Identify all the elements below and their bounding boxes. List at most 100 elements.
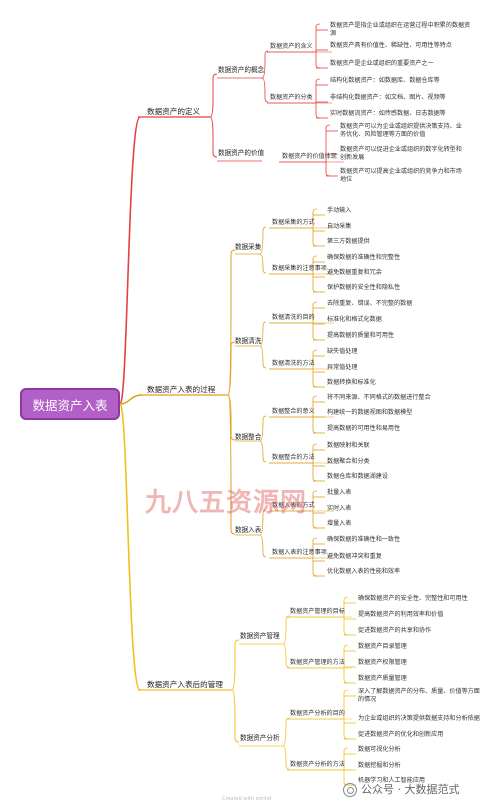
leaf-node: 数据资产可以提高企业或组织的竞争力和市场地位 [340, 168, 462, 183]
connector-curve [312, 443, 318, 463]
connector-curve [119, 394, 143, 405]
connector-curve [209, 116, 218, 158]
group-node: 数据资产的价值体现 [282, 153, 337, 160]
connector-curve [282, 717, 290, 747]
category-node: 数据资产管理 [240, 632, 280, 640]
leaf-node: 第三方数据提供 [327, 238, 370, 245]
group-node: 数据资产分析的目的 [290, 710, 345, 717]
leaf-node: 确保数据的准确性和一致性 [327, 536, 401, 543]
connector-curve [261, 77, 269, 103]
leaf-node: 去除重复、错误、不完整的数据 [327, 300, 413, 307]
connector-curve [312, 417, 318, 434]
category-node: 数据整合 [235, 433, 262, 441]
leaf-node: 数据资产是企业或组织的重要资产之一 [330, 60, 434, 67]
connector-curve [343, 719, 349, 740]
connector-curve [227, 249, 236, 396]
group-node: 数据资产的分类 [270, 94, 313, 101]
connector-curve [259, 534, 267, 558]
leaf-node: 确保数据资产的安全性、完整性和可用性 [358, 595, 468, 602]
connector-curve [312, 537, 318, 558]
credit: Created with xmind [222, 796, 272, 802]
branch-node: 数据资产入表后的管理 [147, 680, 223, 689]
leaf-node: 标准化和格式化数据 [327, 316, 382, 323]
connector-curve [227, 394, 236, 535]
leaf-node: 非结构化数据资产：如文档、图片、视频等 [330, 94, 446, 101]
leaf-node: 数据转换和标准化 [327, 379, 376, 386]
leaf-node: 数据资产权限管理 [358, 659, 407, 666]
connector-curve [312, 208, 318, 228]
connector-curve [119, 116, 141, 405]
group-node: 数据入表的方式 [272, 502, 315, 509]
connector-curve [343, 689, 349, 719]
connector-curve [259, 415, 267, 442]
leaf-node: 为企业或组织的决策提供数据支持和分析依据 [358, 715, 480, 722]
connector-curve [119, 403, 141, 691]
leaf-node: 增量入表 [327, 520, 352, 527]
connector-curve [343, 596, 349, 617]
leaf-node: 数据资产可以为企业或组织提供决策支持、业务优化、风险管理等方面的价值 [340, 123, 462, 138]
connector-curve [312, 301, 318, 323]
connector-curve [343, 747, 349, 770]
leaf-node: 异常值处理 [327, 364, 358, 371]
leaf-node: 提高数据资产的利用效率和价值 [358, 611, 444, 618]
leaf-node: 避免数据重复和冗余 [327, 269, 382, 276]
leaf-node: 数据资产具有价值性、稀缺性、可用性等特点 [330, 42, 452, 49]
connector-curve [315, 23, 321, 52]
connector-curve [312, 490, 318, 511]
group-node: 数据采集的方式 [272, 219, 315, 226]
leaf-node: 提高数据的质量和可用性 [327, 332, 395, 339]
leaf-node: 数据资产质量管理 [358, 675, 407, 682]
group-node: 数据整合的意义 [272, 408, 315, 415]
leaf-node: 促进数据资产的共享和协作 [358, 627, 432, 634]
leaf-node: 数据资产目录管理 [358, 643, 407, 650]
connector-curve [312, 255, 318, 274]
leaf-node: 实时入表 [327, 505, 352, 512]
category-node: 数据资产的价值 [218, 149, 265, 157]
watermark: 九八五资源网 [145, 488, 308, 518]
leaf-node: 优化数据入表的性能和效率 [327, 568, 401, 575]
group-node: 数据清洗的方法 [272, 360, 315, 367]
connector-curve [315, 52, 321, 69]
footer: 公众号 · 大数据范式 [343, 781, 460, 797]
connector-curve [282, 745, 290, 770]
category-node: 数据清洗 [235, 337, 262, 345]
group-node: 数据采集的注意事项 [272, 265, 327, 272]
leaf-node: 数据资产可以促进企业或组织的数字化转型和创新发展 [340, 146, 462, 161]
connector-curve [325, 162, 331, 177]
connector-curve [227, 394, 236, 441]
leaf-node: 将不同来源、不同格式的数据进行整合 [327, 394, 431, 401]
connector-curve [282, 643, 290, 668]
category-node: 数据入表 [235, 526, 262, 534]
connector-curve [261, 50, 269, 79]
connector-curve [312, 511, 318, 529]
group-node: 数据资产分析的方法 [290, 761, 345, 768]
connector-curve [312, 349, 318, 369]
leaf-node: 实时数据流资产：如传感数据、日志数据等 [330, 110, 446, 117]
connector-curve [259, 345, 267, 369]
category-node: 数据采集 [235, 243, 262, 251]
branch-node: 数据资产入表的过程 [147, 385, 216, 394]
category-node: 数据资产的概念 [218, 66, 265, 74]
leaf-node: 深入了解数据资产的分布、质量、价值等方面的情况 [358, 688, 480, 703]
group-node: 数据整合的方法 [272, 454, 315, 461]
group-node: 数据清洗的目的 [272, 314, 315, 321]
wechat-icon [343, 783, 357, 797]
leaf-node: 数据映射和关联 [327, 442, 370, 449]
connector-curve [343, 644, 349, 668]
connector-curve [231, 639, 240, 691]
root-node: 数据资产入表 [20, 388, 120, 420]
connector-curve [325, 124, 331, 162]
leaf-node: 机器学习和人工智能应用 [358, 777, 426, 784]
connector-curve [315, 103, 321, 119]
connector-curve [312, 323, 318, 341]
leaf-node: 自动采集 [327, 223, 352, 230]
connector-curve [227, 341, 236, 396]
connector-curve [259, 509, 267, 536]
leaf-node: 数据资产是指企业或组织在运营过程中积累的数据资源 [330, 22, 471, 37]
group-node: 数据资产的含义 [270, 43, 313, 50]
footer-text: 公众号 · 大数据范式 [361, 783, 460, 796]
leaf-node: 缺失值处理 [327, 348, 358, 355]
connector-curve [209, 73, 218, 118]
branch-node: 数据资产的定义 [147, 107, 201, 116]
